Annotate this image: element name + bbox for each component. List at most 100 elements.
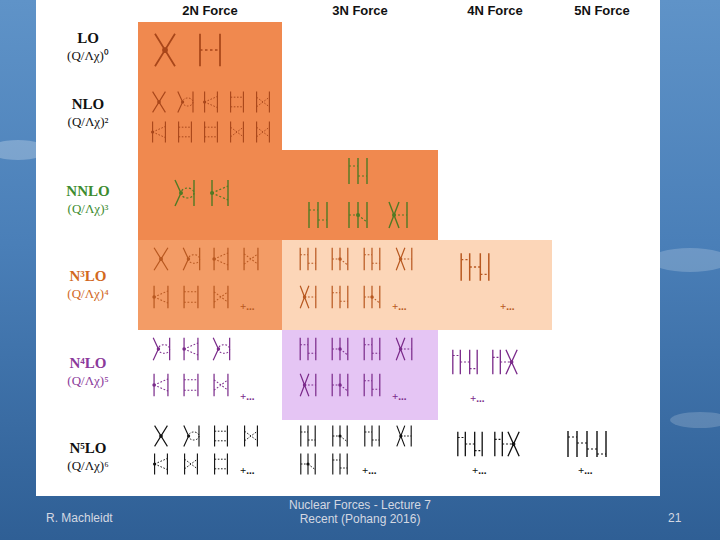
order-label: N⁴LO [40,355,136,372]
feynman-diagram [205,122,218,143]
feynman-diagram [332,286,348,309]
feynman-diagram [332,248,348,271]
feynman-diagram [185,454,198,475]
ellipsis-note: +... [392,390,407,403]
feynman-diagram [300,248,316,271]
order-label: N³LO [40,268,136,285]
cloud [650,248,720,272]
feynman-diagram [349,158,367,184]
feynman-diagram [179,122,192,143]
feynman-diagram [151,122,165,143]
feynman-diagram [153,92,166,113]
feynman-diagram [231,122,244,143]
feynman-diagram [364,374,380,397]
column-header: 3N Force [282,4,438,19]
region-3n-nnlo [282,150,438,240]
ellipsis-note: +... [362,464,377,477]
feynman-diagram [332,374,348,397]
feynman-diagram [397,426,411,447]
column-header: 4N Force [438,4,552,19]
feynman-diagram [155,426,168,447]
column-header: 2N Force [138,4,282,19]
feynman-diagram [153,454,167,475]
feynman-diagram [257,122,270,143]
feynman-diagram [300,286,316,309]
order-label: NLO [40,96,136,113]
power-label: (Q/Λχ)² [40,115,136,130]
feynman-diagram [200,34,220,67]
feynman-diagram [396,248,412,271]
feynman-diagram [245,426,258,447]
feynman-diagram [183,248,199,271]
author-name: R. Machleidt [46,512,113,526]
feynman-diagram [333,454,347,475]
feynman-diagram [364,248,380,271]
feynman-diagram [301,454,315,475]
feynman-diagram [184,426,199,447]
region-n3lo [282,240,552,330]
feynman-diagram [364,286,380,309]
slide-panel [36,0,660,496]
ellipsis-note: +... [578,464,593,477]
cloud [670,412,720,428]
feynman-diagram [244,248,258,271]
feynman-diagram [493,350,517,374]
feynman-diagram [210,180,228,206]
feynman-diagram [182,338,198,361]
page-number: 21 [668,512,681,526]
ellipsis-note: +... [470,392,485,405]
feynman-diagram [215,454,228,475]
column-header: 5N Force [552,4,652,19]
feynman-diagram [495,432,519,456]
feynman-diagram [333,426,347,447]
feynman-diagram [300,374,316,397]
feynman-diagram [154,248,168,271]
feynman-diagram [365,426,379,447]
feynman-diagram [309,202,327,228]
region-2n [138,22,282,240]
feynman-diagram [458,432,482,456]
feynman-diagram [213,338,229,361]
feynman-diagram [155,34,175,67]
feynman-diagram [203,92,217,113]
feynman-diagram [364,338,380,361]
lecture-footer: Nuclear Forces - Lecture 7 Recent (Pohan… [272,499,448,527]
feynman-diagram [152,374,168,397]
feynman-diagram [152,286,168,309]
ellipsis-note: +... [472,464,487,477]
feynman-diagram [231,92,244,113]
order-label: N⁵LO [40,440,136,457]
ellipsis-note: +... [240,464,255,477]
feynman-diagram [461,253,489,281]
ellipsis-note: +... [392,300,407,313]
feynman-diagram [214,374,228,397]
feynman-diagram [300,338,316,361]
feynman-diagram [153,338,169,361]
feynman-diagram [212,248,228,271]
ellipsis-note: +... [240,300,255,313]
region-3n-n4lo [282,330,438,420]
feynman-diagram [184,286,198,309]
order-label: NNLO [40,183,136,200]
order-label: LO [40,30,136,47]
feynman-diagram [215,426,228,447]
power-label: (Q/Λχ)⁵ [40,374,136,389]
feynman-diagram [214,286,228,309]
power-label: (Q/Λχ)⁰ [40,49,136,64]
feynman-diagram [349,202,367,228]
feynman-diagram [453,350,477,374]
ellipsis-note: +... [240,390,255,403]
feynman-diagram [389,202,407,228]
power-label: (Q/Λχ)³ [40,202,136,217]
region-2n-n3lo [138,240,282,330]
feynman-diagram [568,431,606,457]
feynman-diagram [184,374,198,397]
feynman-diagram [396,338,412,361]
feynman-diagram [257,92,270,113]
feynman-diagram [301,426,315,447]
feynman-diagram [332,338,348,361]
power-label: (Q/Λχ)⁶ [40,459,136,474]
feynman-diagram [175,180,194,206]
power-label: (Q/Λχ)⁴ [40,287,136,302]
